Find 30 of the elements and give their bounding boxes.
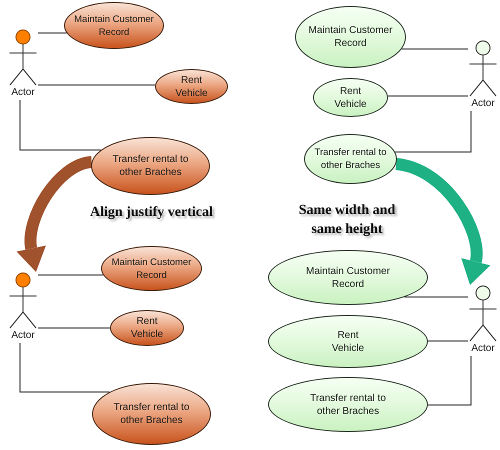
use-case-label: Rent Vehicle — [330, 328, 366, 354]
connector-line — [404, 296, 468, 298]
use-case-label: Transfer rental to other Braches — [309, 392, 387, 418]
use-case-label: Transfer rental to other Braches — [112, 401, 190, 427]
curved-arrow — [16, 156, 93, 272]
curved-arrow — [395, 158, 491, 286]
use-case-label: Maintain Customer Record — [73, 12, 155, 38]
use-case-label: Rent Vehicle — [174, 74, 209, 100]
step-caption: Align justify vertical — [90, 204, 214, 222]
actor-label: Actor — [471, 342, 495, 356]
use-case-label: Transfer rental to other Braches — [112, 153, 190, 179]
actor-label: Actor — [471, 97, 495, 111]
connector-line — [401, 48, 468, 50]
use-case-label: Rent Vehicle — [333, 84, 368, 110]
connector-line — [38, 32, 68, 34]
use-case-label: Rent Vehicle — [130, 315, 164, 341]
connector-line — [428, 356, 472, 406]
use-case-label: Transfer rental to other Braches — [314, 146, 388, 172]
connector-line — [394, 110, 472, 152]
connector-line — [20, 342, 110, 392]
connector-line — [38, 274, 104, 276]
step-caption: Same width and same height — [298, 202, 396, 239]
connector-line — [428, 340, 468, 342]
actor-label: Actor — [11, 86, 35, 100]
connector-line — [38, 84, 156, 86]
use-case-label: Maintain Customer Record — [308, 24, 394, 50]
use-case-label: Maintain Customer Record — [305, 264, 391, 290]
use-case-label: Maintain Customer Record — [110, 256, 192, 282]
connector-line — [20, 100, 102, 150]
actor-label: Actor — [11, 329, 35, 343]
